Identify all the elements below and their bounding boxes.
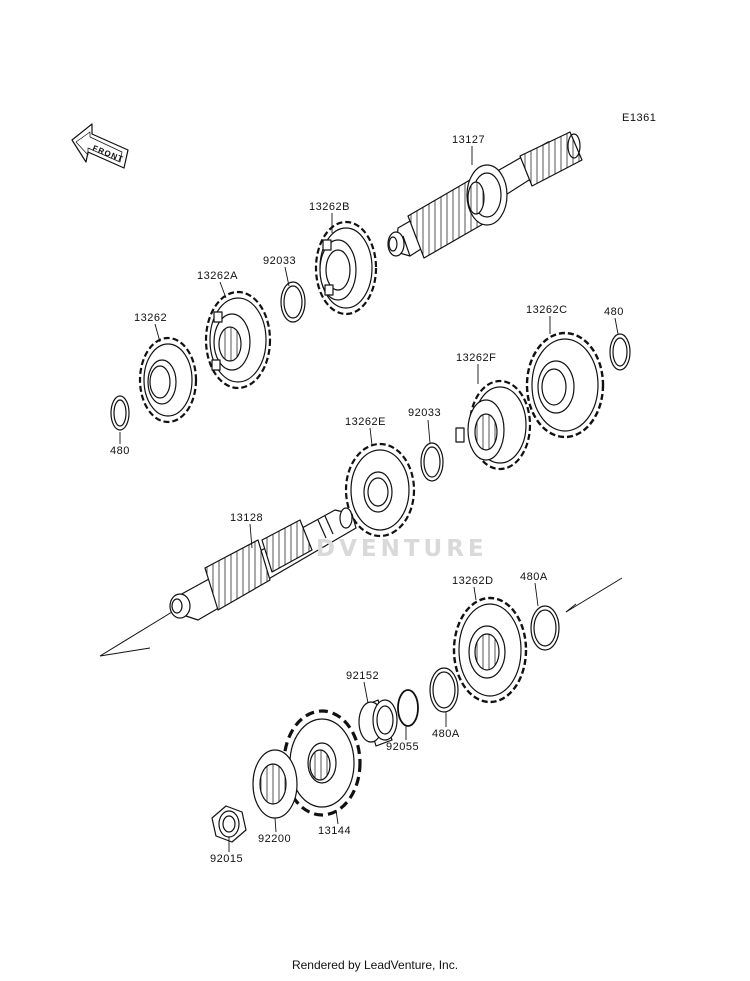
part-label-92033-upper[interactable]: 92033 xyxy=(263,255,297,267)
footer-credit: Rendered by LeadVenture, Inc. xyxy=(291,958,459,972)
part-label-13262B[interactable]: 13262B xyxy=(309,201,350,213)
part-label-13144[interactable]: 13144 xyxy=(318,825,352,837)
part-label-13262D[interactable]: 13262D xyxy=(452,575,494,587)
gear-13262E xyxy=(344,442,416,538)
watermark: DVENTURE xyxy=(316,536,488,562)
gear-13262D xyxy=(452,596,528,704)
part-label-480-left[interactable]: 480 xyxy=(110,445,130,457)
circlip-480-right xyxy=(609,333,631,371)
part-label-13262[interactable]: 13262 xyxy=(134,312,168,324)
leader-lines xyxy=(119,146,619,852)
part-label-480A-bottom[interactable]: 480A xyxy=(432,728,460,740)
part-label-13127[interactable]: 13127 xyxy=(452,134,486,146)
circlip-92033-lower xyxy=(420,442,444,482)
sprocket-13144 xyxy=(282,709,362,817)
circlip-480A-top xyxy=(530,605,560,651)
nut-92015 xyxy=(211,805,247,843)
part-label-13128[interactable]: 13128 xyxy=(230,512,264,524)
part-label-92200[interactable]: 92200 xyxy=(258,833,292,845)
circlip-92033-upper xyxy=(280,281,306,323)
front-arrow-icon: FRONT xyxy=(71,123,129,169)
diagram-code: E1361 xyxy=(622,112,657,124)
oring-92055 xyxy=(397,689,419,727)
part-label-92033-lower[interactable]: 92033 xyxy=(408,407,442,419)
collar-92152 xyxy=(358,699,398,747)
circlip-480A-bottom xyxy=(429,667,459,713)
part-label-13262F[interactable]: 13262F xyxy=(456,352,497,364)
circlip-480-left xyxy=(110,395,130,431)
gear-13262C xyxy=(525,331,605,439)
gear-13262 xyxy=(138,336,198,424)
gear-13262A xyxy=(204,290,272,390)
part-label-13262E[interactable]: 13262E xyxy=(345,416,386,428)
part-label-13262A[interactable]: 13262A xyxy=(197,270,238,282)
part-label-92152[interactable]: 92152 xyxy=(346,670,380,682)
part-label-480-right[interactable]: 480 xyxy=(604,306,624,318)
part-label-13262C[interactable]: 13262C xyxy=(526,304,568,316)
part-label-480A-top[interactable]: 480A xyxy=(520,571,548,583)
gear-13262B xyxy=(314,220,378,316)
shaft-13127 xyxy=(387,131,583,259)
part-label-92015[interactable]: 92015 xyxy=(210,853,244,865)
part-label-92055[interactable]: 92055 xyxy=(386,741,420,753)
gear-13262F xyxy=(455,379,532,471)
shaft-13128 xyxy=(99,507,357,657)
washer-92200 xyxy=(252,749,298,819)
